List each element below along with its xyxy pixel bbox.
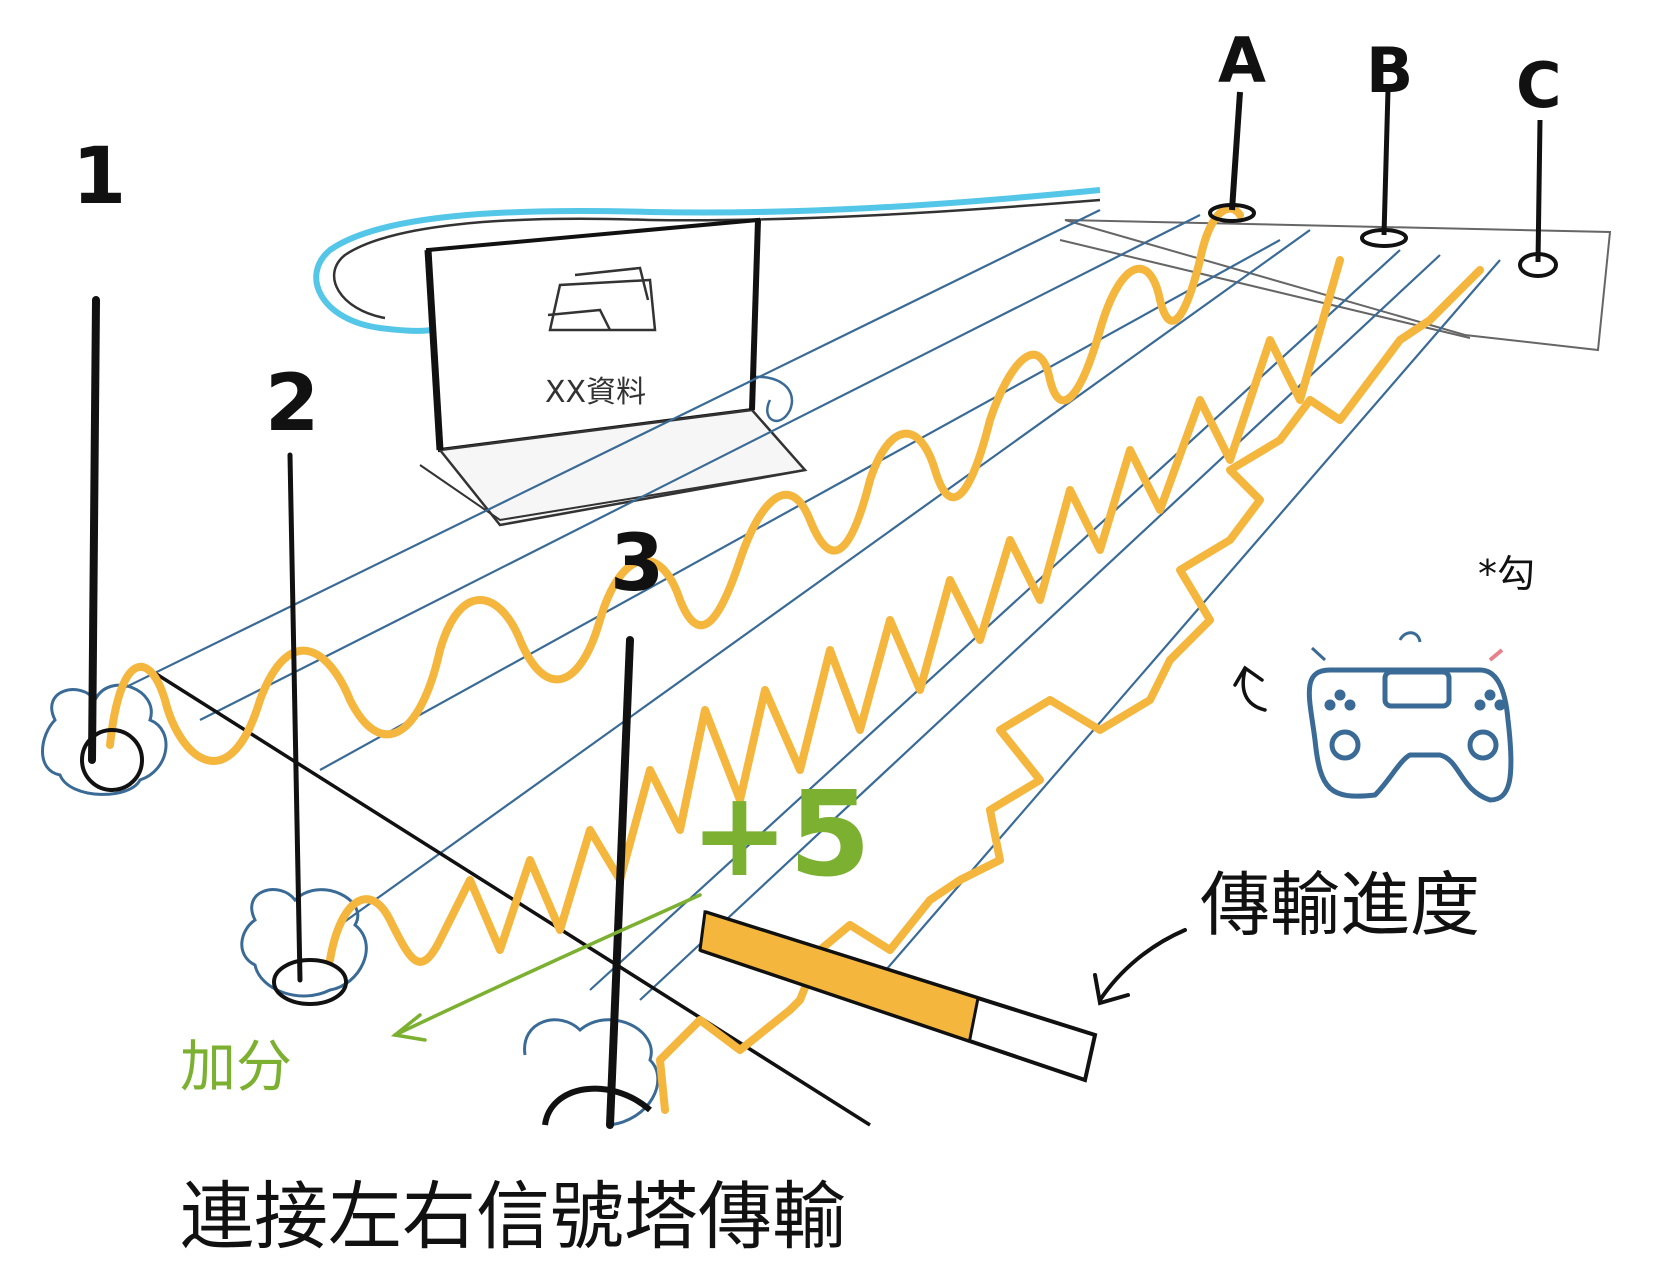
data-cable (313, 187, 1101, 422)
diagram-caption: 連接左右信號塔傳輸 (180, 1174, 846, 1260)
monitor-text: XX資料 (545, 375, 647, 410)
tower-c (1518, 119, 1558, 278)
monitor (419, 217, 808, 527)
tower-b (1360, 89, 1408, 248)
tower-3 (542, 636, 652, 1129)
score-caption: 加分 (180, 1035, 292, 1100)
tower-c-label: C (1516, 49, 1562, 122)
tower-3-label: 3 (610, 519, 665, 609)
tower-2-label: 2 (265, 359, 320, 449)
score-arrow (390, 893, 702, 1042)
score-value: +5 (690, 765, 871, 903)
progress-bar (698, 910, 1098, 1083)
tower-2 (272, 452, 348, 1006)
controller-note: *勾 (1478, 552, 1536, 596)
tower-b-label: B (1366, 34, 1414, 107)
signal-waves (106, 204, 1484, 1114)
controller-pointer (1233, 665, 1267, 712)
tower-a-label: A (1218, 24, 1266, 97)
progress-label: 傳輸進度 (1200, 864, 1480, 946)
front-track (149, 668, 871, 1127)
controller-icon (1306, 631, 1514, 803)
tower-1 (80, 296, 144, 792)
tower-a (1208, 91, 1256, 223)
tower-1-label: 1 (72, 132, 127, 222)
folder-icon (547, 266, 657, 332)
progress-fill (698, 910, 980, 1043)
pointer-arrow-icon (1093, 928, 1187, 1006)
